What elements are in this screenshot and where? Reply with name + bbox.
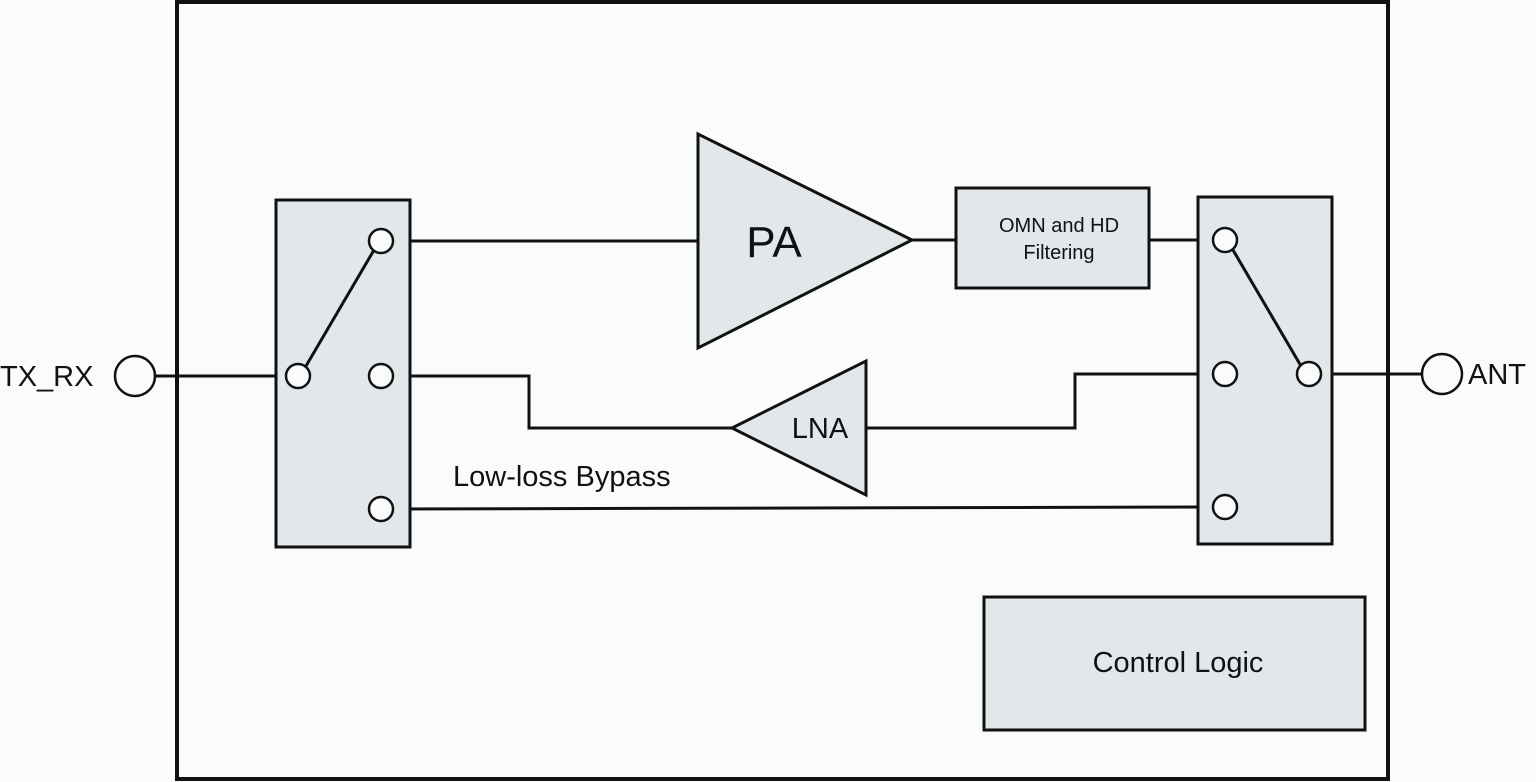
ant-port-icon [1420,352,1464,396]
pa-triangle [696,131,916,351]
omn-label-line1: OMN and HD [999,215,1119,237]
wire-lna-in-to-switch [866,372,1212,430]
left-switch-throw-lna [367,362,395,390]
omn-filter-block [954,186,1151,290]
omn-label-line2: Filtering [1023,242,1094,264]
lna-triangle [728,358,868,498]
control-logic-block [982,595,1367,732]
lna-label: LNA [792,413,849,445]
left-switch-throw-bypass [367,495,395,523]
right-switch-throw-omn [1211,226,1239,254]
right-switch-arm [1231,249,1303,367]
txrx-port-label: TX_RX [0,361,93,393]
txrx-port-icon [113,354,157,398]
right-switch-throw-lna [1211,360,1239,388]
ant-port-label: ANT [1468,359,1526,391]
pa-label: PA [746,218,802,267]
control-logic-label: Control Logic [1093,647,1264,679]
bypass-label: Low-loss Bypass [453,461,671,493]
right-switch-throw-bypass [1211,493,1239,521]
wire-switch-to-lna-out [392,374,732,430]
left-switch-throw-pa [367,227,395,255]
left-switch-common-node [284,362,312,390]
wire-bypass [391,505,1213,511]
left-switch-arm [304,249,376,367]
right-switch-common-node [1295,360,1323,388]
